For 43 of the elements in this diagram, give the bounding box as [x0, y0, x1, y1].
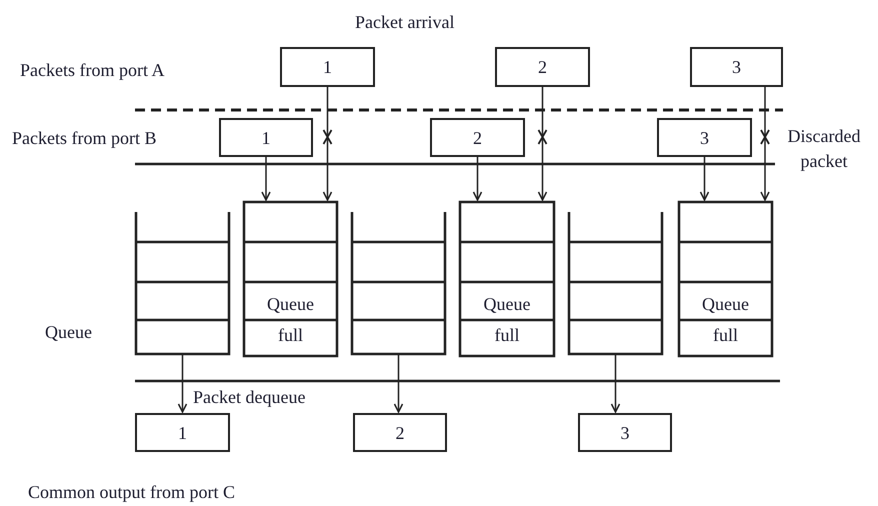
packet-box [280, 47, 375, 87]
arrow [760, 87, 770, 201]
packet-box [219, 118, 313, 157]
queue-box [243, 201, 338, 357]
packet-box [353, 413, 447, 452]
packet-number: 2 [394, 422, 406, 444]
arrow [394, 355, 404, 413]
packet-number: 2 [537, 56, 548, 78]
arrow [538, 87, 548, 201]
arrow [178, 355, 188, 413]
text-label: Packet dequeue [193, 387, 306, 408]
packet-box [657, 118, 752, 157]
text-label: Packet arrival [355, 12, 454, 33]
text-label: Queue [45, 322, 92, 343]
text-label: Packets from port A [20, 60, 164, 81]
arrow [322, 87, 332, 201]
queue-box [459, 201, 555, 357]
arrow [610, 355, 620, 413]
queue-status: Queue full [266, 293, 315, 347]
packet-number: 1 [177, 422, 188, 444]
arrow [700, 157, 710, 201]
arrow [261, 157, 271, 201]
queue-box [678, 201, 773, 357]
packet-number: 1 [322, 56, 333, 78]
packet-box [578, 413, 672, 452]
packet-box [430, 118, 525, 157]
text-label: Packets from port B [12, 128, 156, 149]
packet-box [690, 47, 783, 87]
packet-box [135, 413, 230, 452]
arrow [472, 157, 482, 201]
packet-number: 3 [620, 422, 630, 444]
queue-box [135, 212, 230, 355]
queue-box [351, 212, 446, 355]
text-label: Common output from port C [28, 482, 235, 503]
packet-number: 3 [699, 126, 710, 148]
packet-number: 3 [731, 56, 742, 78]
queue-box [568, 212, 663, 355]
callout-label: Discarded packet [786, 125, 862, 173]
packet-box [495, 47, 590, 87]
packet-number: 2 [472, 126, 483, 148]
queue-status: Queue full [701, 293, 750, 347]
packet-number: 1 [260, 126, 272, 148]
queue-status: Queue full [482, 293, 532, 347]
